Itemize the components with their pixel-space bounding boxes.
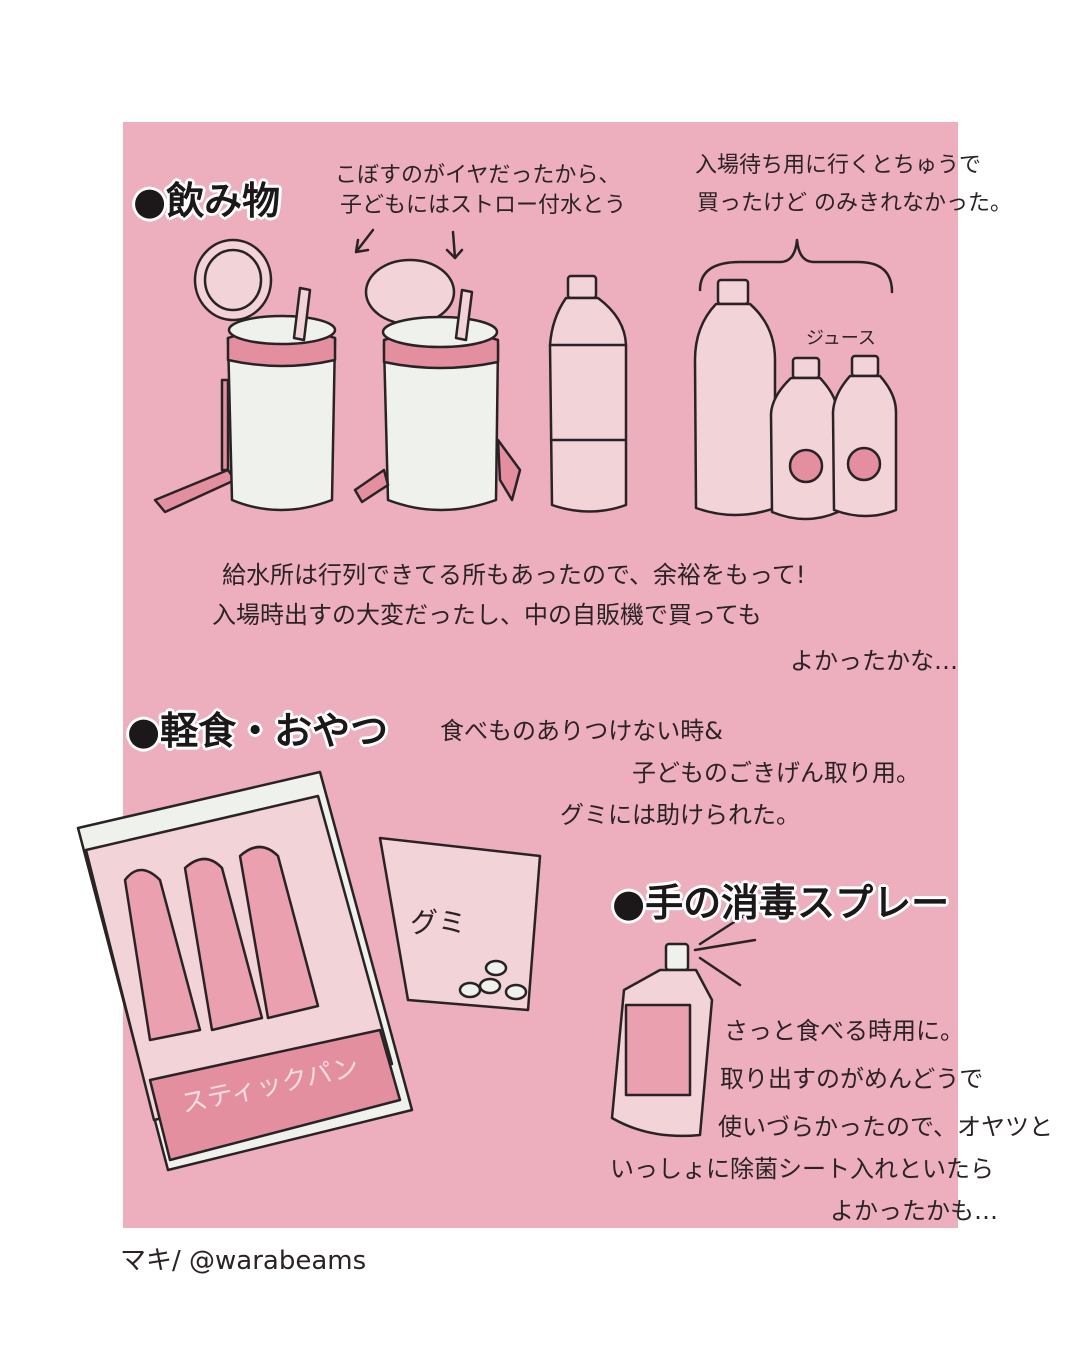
snacks-heading: ●軽食・おやつ <box>127 709 389 753</box>
drinks-note-bottom-2: 入場時出すの大変だったし、中の自販機で買っても <box>212 601 762 629</box>
spray-note-3: 使いづらかったので、オヤツと <box>718 1113 1054 1141</box>
straw-bottle-icon <box>153 238 337 514</box>
drinks-note-bottom-1: 給水所は行列できてる所もあったので、余裕をもって! <box>222 561 806 589</box>
spray-heading: ●手の消毒スプレー <box>612 881 950 925</box>
snacks-note-3: グミには助けられた。 <box>560 801 800 829</box>
gummy-bag-icon <box>378 836 542 1012</box>
spray-note-5: よかったかも… <box>830 1197 998 1225</box>
author-credit: マキ/ @warabeams <box>120 1246 367 1276</box>
pet-bottle-icon <box>548 274 628 513</box>
spray-note-1: さっと食べる時用に。 <box>724 1017 964 1045</box>
juice-bottle-icon <box>831 354 898 518</box>
drinks-note-right-2: 買ったけど のみきれなかった。 <box>697 191 1012 216</box>
spray-bottle-icon <box>610 913 757 1138</box>
spray-note-4: いっしょに除菌シート入れといたら <box>610 1155 994 1183</box>
drinks-note-top-2: 子どもにはストロー付水とう <box>340 193 627 218</box>
straw-bottle-icon <box>353 258 522 512</box>
juice-bottle-icon <box>769 356 840 521</box>
snacks-note-1: 食べものありつけない時& <box>440 717 723 745</box>
spray-note-2: 取り出すのがめんどうで <box>720 1065 984 1093</box>
gummy-label: グミ <box>410 906 467 939</box>
stick-bread-bag-icon <box>76 770 414 1172</box>
juice-label: ジュース <box>806 328 876 349</box>
drinks-note-bottom-3: よかったかな… <box>790 647 958 675</box>
snacks-note-2: 子どものごきげん取り用。 <box>632 759 920 787</box>
drinks-note-top-1: こぼすのがイヤだったから、 <box>335 163 621 188</box>
drinks-heading: ●飲み物 <box>133 179 281 223</box>
big-bottle-icon <box>693 278 777 517</box>
drinks-note-right-1: 入場待ち用に行くとちゅうで <box>695 153 982 178</box>
